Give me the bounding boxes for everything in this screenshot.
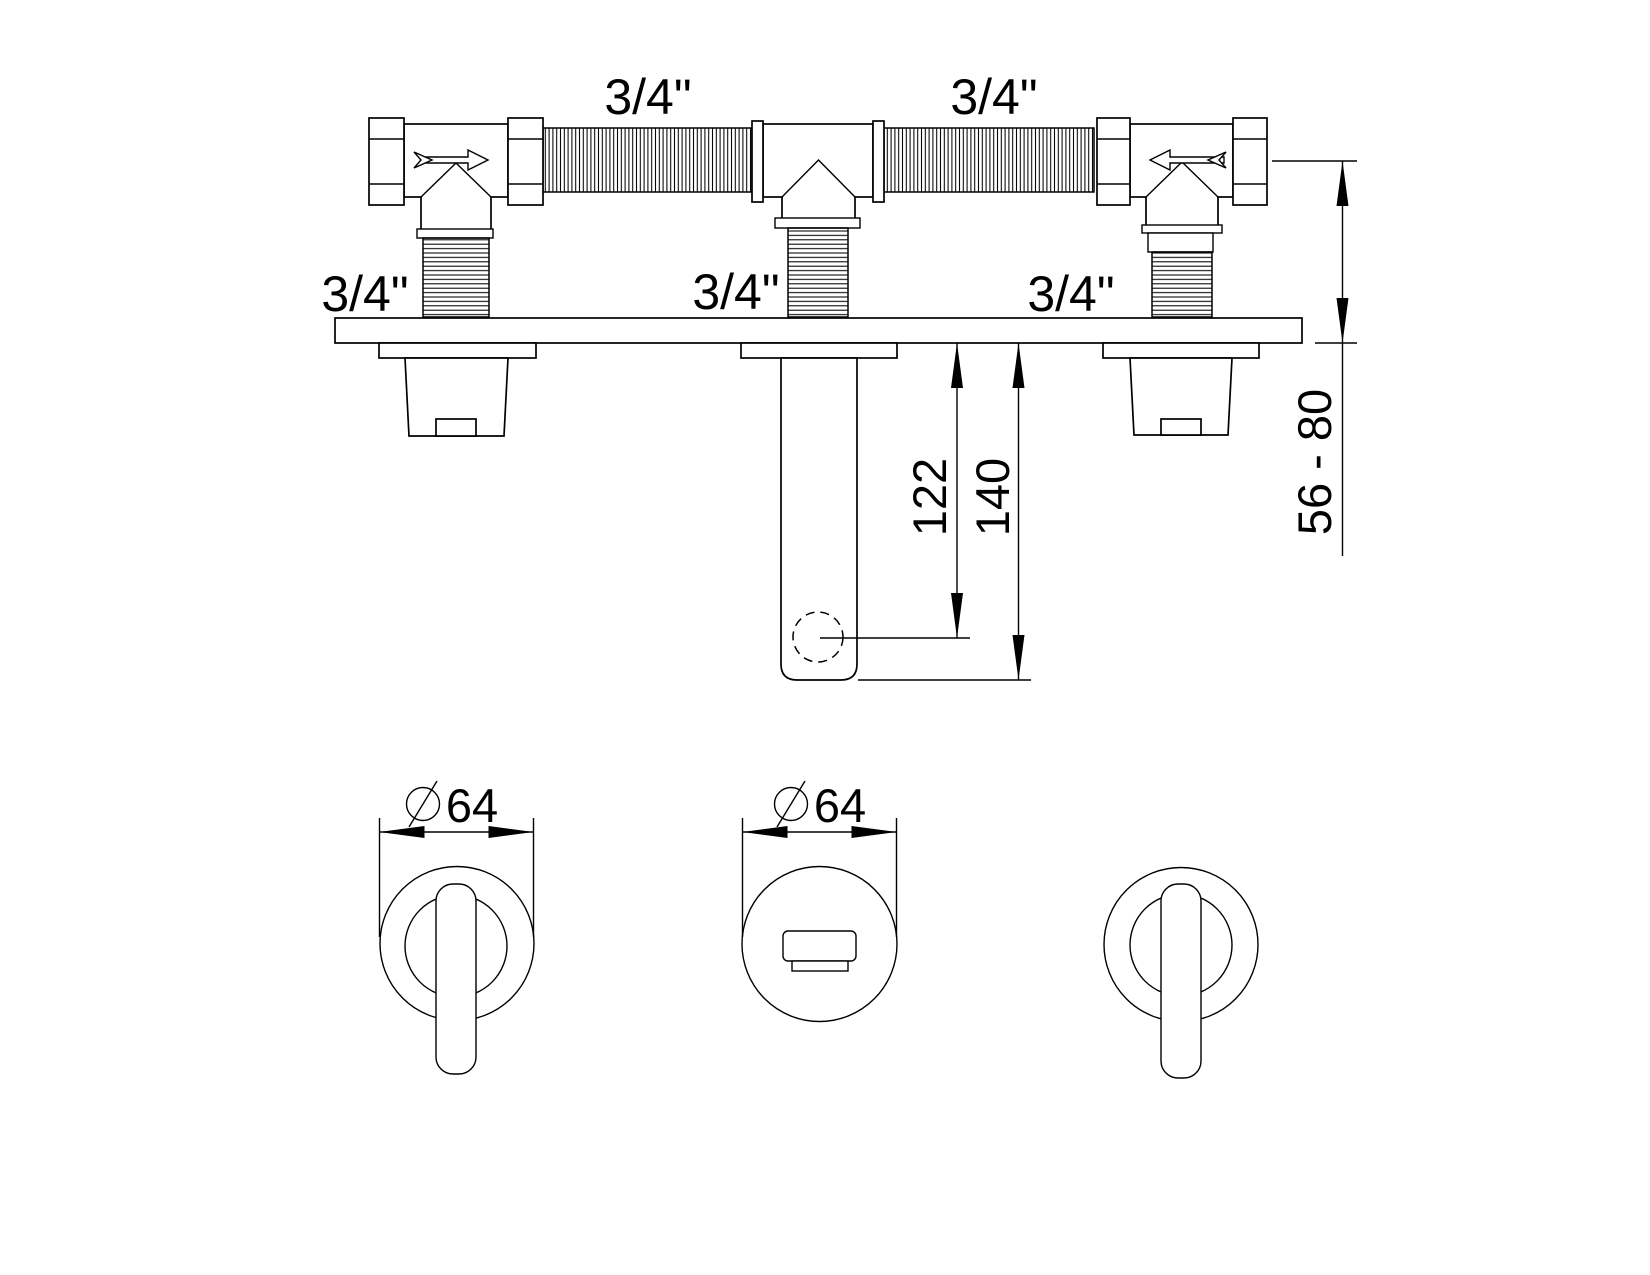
right-valve xyxy=(1096,117,1268,318)
flow-right-arrow-icon xyxy=(413,148,490,172)
dim-56-80: 56 - 80 xyxy=(1272,160,1357,556)
spout-front-view xyxy=(741,865,898,1023)
dim-140: 140 xyxy=(858,343,1031,681)
spout-outlet-hidden-circle xyxy=(792,611,844,663)
flex-hose-left xyxy=(542,127,753,193)
tail-center-size-label: 3/4" xyxy=(692,264,779,320)
tail-left-size-label: 3/4" xyxy=(321,266,408,322)
right-handle-front-view xyxy=(1103,866,1259,1079)
spout-side-view xyxy=(740,342,898,681)
diameter-symbol-icon xyxy=(773,780,809,828)
dim-140-label: 140 xyxy=(966,458,1019,536)
left-handle-front-view xyxy=(379,865,535,1075)
left-valve xyxy=(368,117,544,318)
right-handle-side-view xyxy=(1102,342,1260,436)
dia64-center-label: 64 xyxy=(814,779,866,832)
left-handle-side-view xyxy=(378,342,537,437)
hose-right-size-label: 3/4" xyxy=(950,69,1037,125)
hose-left-size-label: 3/4" xyxy=(604,69,691,125)
flex-hose-right xyxy=(883,127,1095,193)
mounting-plate xyxy=(334,317,1303,344)
dim-dia64-center: 64 xyxy=(741,779,898,937)
tail-right-size-label: 3/4" xyxy=(1027,266,1114,322)
center-tee-fitting xyxy=(751,120,885,318)
dia64-left-label: 64 xyxy=(446,779,498,832)
flow-left-arrow-icon xyxy=(1148,148,1227,172)
diameter-symbol-icon xyxy=(405,780,441,828)
dim-122-label: 122 xyxy=(903,458,956,536)
dim-122: 122 xyxy=(820,343,970,639)
dim-dia64-left: 64 xyxy=(378,779,535,937)
dim-56-80-label: 56 - 80 xyxy=(1288,389,1341,535)
